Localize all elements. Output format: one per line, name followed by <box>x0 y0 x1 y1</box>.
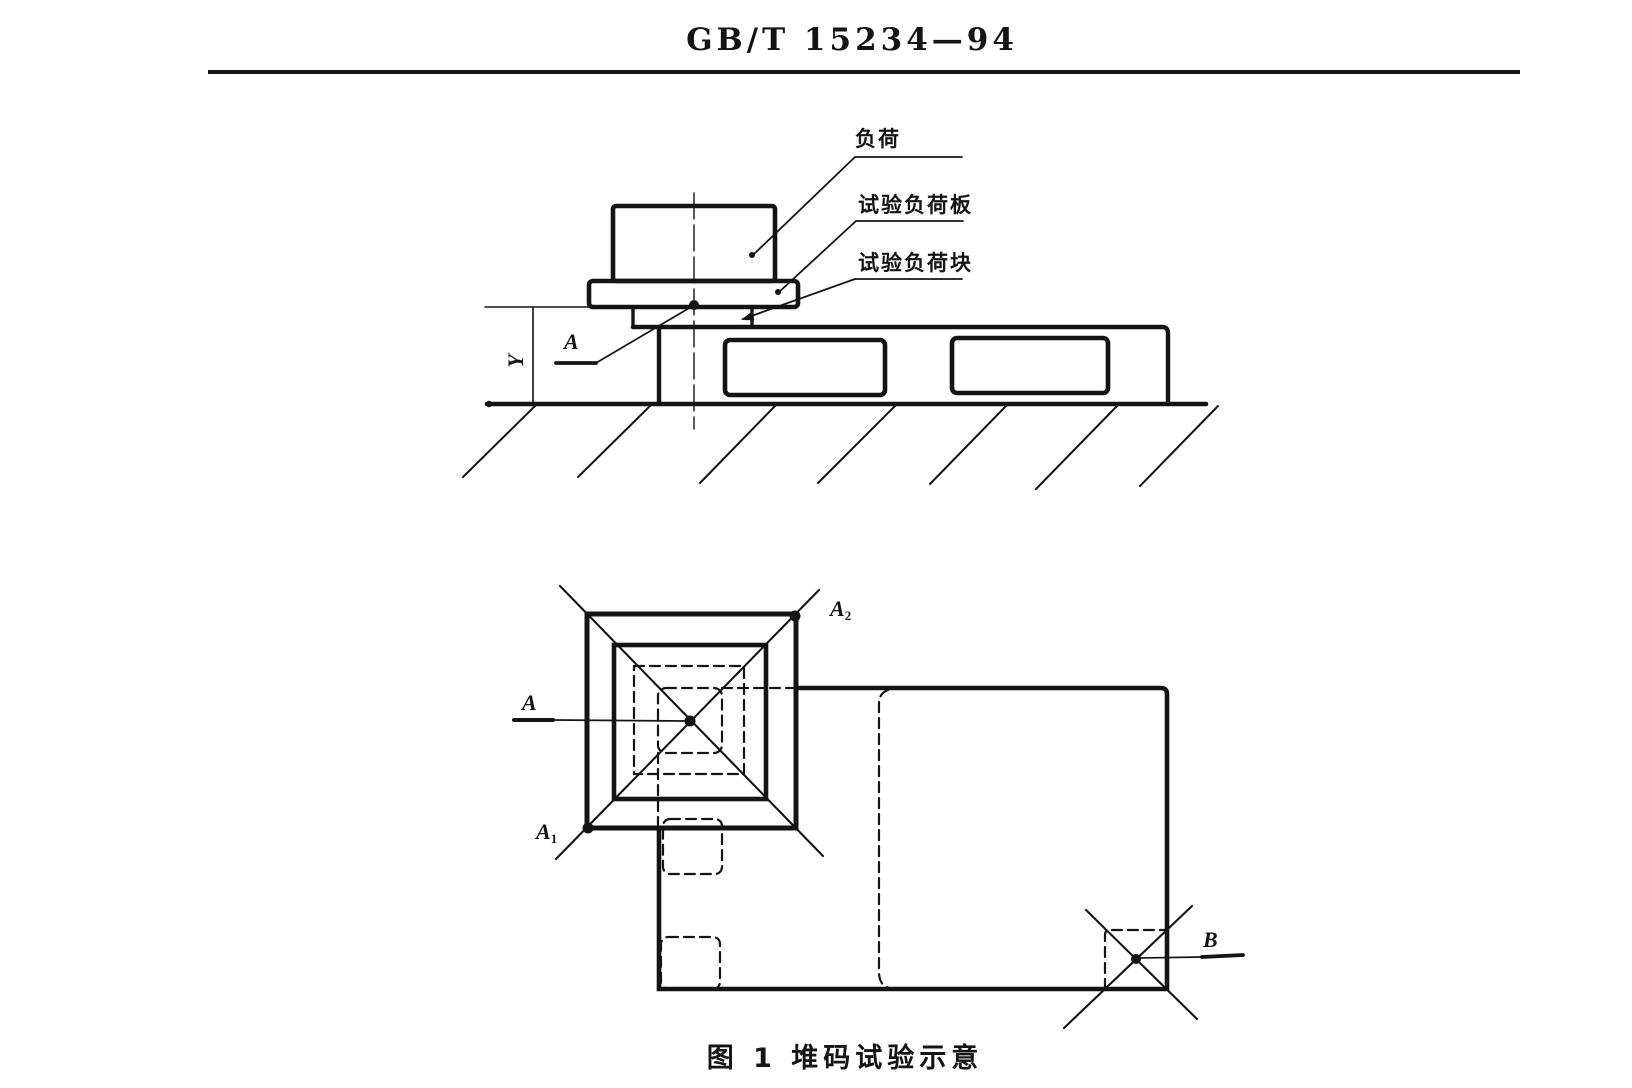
point-a1-main: A <box>536 819 551 844</box>
point-b-label: B <box>1203 927 1218 952</box>
ground-hatching <box>462 405 1219 490</box>
hidden-edges <box>632 664 1168 991</box>
point-a2-sub: 2 <box>844 608 852 623</box>
pallet-outline-top-view <box>656 685 1170 992</box>
test-load-block-hidden <box>632 664 746 776</box>
point-a-top-leader <box>552 719 688 722</box>
test-load-plate-label: 试验负荷板 <box>858 193 973 217</box>
point-a-label-side: A <box>564 329 579 354</box>
point-a-label-top: A <box>522 690 537 715</box>
point-a1-label: A1 <box>536 819 558 846</box>
b-diagonal-tl-br <box>1084 908 1199 1021</box>
height-y-label: Y <box>503 354 528 368</box>
test-load-block <box>631 305 754 329</box>
block-leader-arrowhead <box>741 311 755 321</box>
side-view-diagram <box>462 156 1219 490</box>
point-b-leader-thick <box>1200 953 1245 959</box>
plate-leader-end-dot <box>775 289 781 295</box>
point-b-leader <box>1139 956 1203 959</box>
plate-leader <box>777 220 857 294</box>
bottom-left-leg-hidden <box>659 935 722 991</box>
pallet-fork-opening-right <box>949 335 1111 396</box>
test-load-block-label: 试验负荷块 <box>858 251 973 275</box>
point-b-dot <box>1131 954 1141 964</box>
load-leader-end-dot <box>749 252 755 258</box>
point-a2-dot <box>789 610 801 622</box>
top-view-diagram <box>512 584 1245 1030</box>
load-leader <box>751 156 856 257</box>
mid-left-leg-hidden <box>661 817 724 876</box>
point-a-leader <box>595 306 692 364</box>
point-a2-label: A2 <box>830 596 852 623</box>
header-rule <box>208 70 1520 74</box>
pallet-fork-opening-left <box>722 337 888 398</box>
point-a1-dot <box>582 822 594 834</box>
figure-caption: 图 1 堆码试验示意 <box>706 1043 984 1074</box>
point-a-dot-top <box>684 715 696 727</box>
pallet-deck-and-right-edge <box>630 324 1171 407</box>
point-a-dot-side <box>689 300 699 310</box>
point-a1-sub: 1 <box>550 831 558 846</box>
center-stringer-hidden <box>877 688 891 990</box>
load-label: 负荷 <box>855 127 901 151</box>
standard-code-heading: GB/T 15234—94 <box>686 22 1018 58</box>
load-box-top-view <box>611 642 769 802</box>
callout-leaders <box>742 156 964 320</box>
ground-line-end-dot <box>485 400 493 408</box>
b-diagonal-tr-bl <box>1062 904 1194 1030</box>
corner-b-diagonals <box>1062 904 1199 1030</box>
block-leader <box>742 278 856 320</box>
point-a2-main: A <box>830 596 845 621</box>
